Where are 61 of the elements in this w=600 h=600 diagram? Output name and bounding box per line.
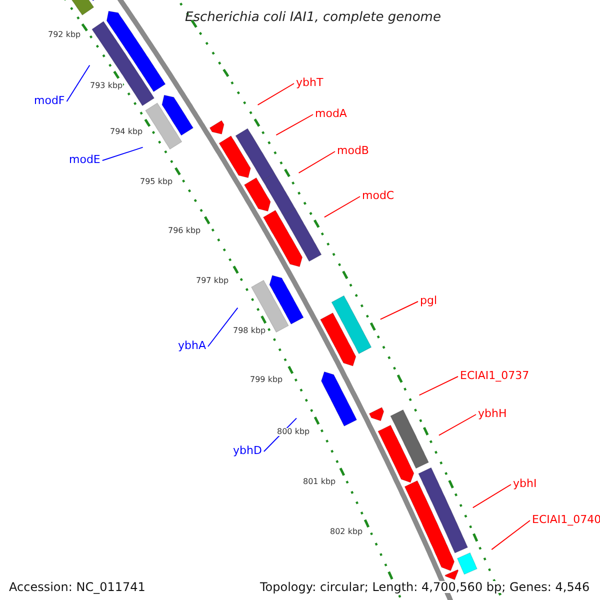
gene-label: ybhT [296, 76, 324, 88]
gene-track-bar [251, 280, 289, 333]
genome-stats-text: Topology: circular; Length: 4,700,560 bp; Genes: 4,546 [260, 581, 590, 593]
scale-label: 797 kbp [196, 277, 229, 285]
scale-label: 793 kbp [90, 82, 123, 90]
leader-line [298, 151, 336, 174]
gene-label: modE [69, 154, 100, 164]
leader-line [66, 64, 90, 102]
gene-feature [320, 371, 358, 426]
gene-label: modC [362, 190, 394, 200]
gene-track-bar [92, 20, 155, 106]
scale-label: 801 kbp [303, 478, 336, 486]
gene-track-bar [145, 102, 182, 150]
scale-label: 798 kbp [233, 327, 266, 335]
leader-line [472, 484, 512, 508]
gene-feature [209, 120, 224, 134]
leader-line [276, 114, 314, 136]
scale-label: 794 kbp [110, 128, 143, 136]
gene-feature [162, 94, 194, 136]
gene-track-bar [235, 128, 276, 182]
gene-feature [320, 312, 356, 366]
gene-track-bar [390, 409, 429, 469]
scale-label: 799 kbp [250, 376, 283, 384]
gene-track-bar [282, 208, 322, 262]
leader-line [257, 83, 294, 106]
leader-line [418, 376, 458, 396]
scale-label: 800 kbp [277, 428, 310, 436]
scale-label: 802 kbp [330, 528, 363, 536]
leader-line [438, 414, 476, 436]
gene-label: ybhI [513, 478, 537, 488]
leader-line [324, 196, 360, 218]
gene-feature [106, 10, 166, 92]
gene-track-bar [331, 295, 372, 354]
scale-label: 795 kbp [140, 178, 173, 186]
scale-label: 792 kbp [48, 31, 81, 39]
gene-feature [378, 424, 414, 483]
gene-label: modF [34, 94, 65, 106]
gene-track-bar [418, 467, 468, 554]
gene-label: ybhA [178, 340, 206, 350]
leader-line [380, 301, 418, 320]
accession-text: Accession: NC_011741 [9, 581, 146, 593]
gene-label: modA [315, 108, 347, 118]
gene-label: ECIAI1_0737 [460, 370, 530, 380]
gene-label: pgl [420, 294, 438, 306]
gene-feature [269, 275, 304, 324]
gene-feature [244, 177, 271, 212]
leader-line [491, 520, 530, 550]
title: Escherichia coli IAI1, complete genome [185, 11, 441, 24]
gene-track-bar [456, 552, 478, 575]
leader-line [208, 307, 238, 347]
gene-feature [262, 210, 303, 268]
leader-line [102, 146, 144, 161]
gene-label: ybhD [233, 444, 262, 456]
gene-feature [444, 569, 459, 580]
gene-feature [218, 135, 251, 178]
gene-track-bar [262, 173, 296, 216]
gene-label: ybhH [478, 408, 507, 418]
gene-label: modB [337, 144, 369, 156]
scale-label: 796 kbp [168, 227, 201, 235]
gene-feature [368, 407, 384, 422]
gene-feature [404, 480, 455, 572]
